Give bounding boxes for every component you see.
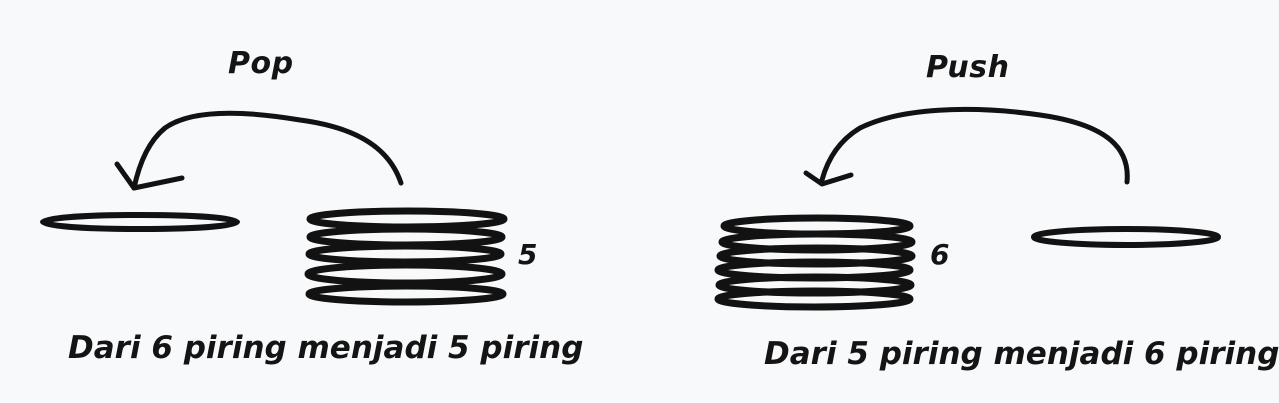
pop-stack-plate (305, 282, 507, 306)
pop-arrow-head (114, 161, 185, 191)
push-arrow-curve (819, 106, 1130, 185)
pop-section (40, 110, 508, 306)
push-stack-plate (714, 287, 914, 311)
push-section (714, 106, 1221, 311)
pop-stack-plate (306, 207, 508, 231)
pop-stack-plate (305, 242, 505, 266)
pop-caption: Dari 6 piring menjadi 5 piring (68, 330, 584, 366)
push-stack-count: 6 (930, 238, 950, 271)
push-incoming-plate (1031, 226, 1221, 248)
push-arrow-head (803, 170, 854, 187)
pop-stack-count: 5 (518, 238, 538, 271)
pop-arrow-curve (131, 110, 404, 191)
push-caption: Dari 5 piring menjadi 6 piring (764, 336, 1279, 372)
pop-plate-stack (304, 207, 508, 306)
push-plate-stack (714, 214, 916, 311)
push-label: Push (926, 50, 1010, 85)
pop-stack-plate (304, 261, 506, 287)
pop-removed-plate (40, 212, 240, 232)
pop-label: Pop (228, 46, 294, 81)
